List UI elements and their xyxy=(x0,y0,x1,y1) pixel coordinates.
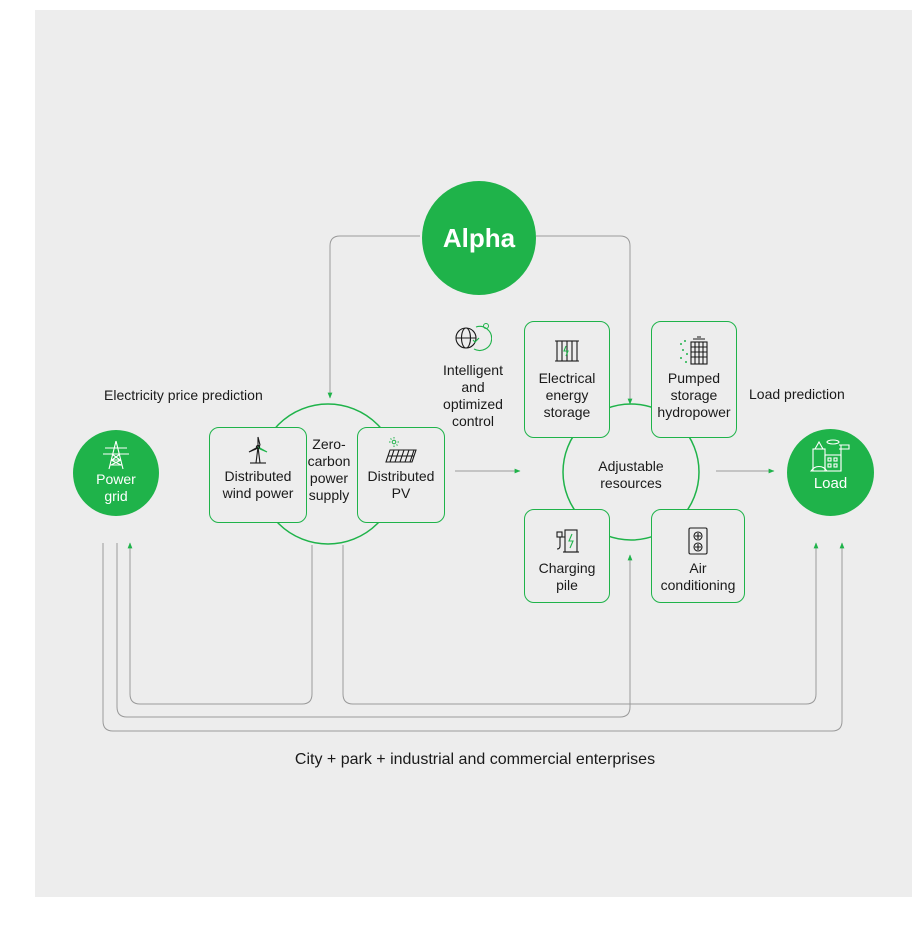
pumped-hydro-box: Pumped storage hydropower xyxy=(651,321,737,438)
pv-box: Distributed PV xyxy=(357,427,445,523)
connector-grid-to-adjustable xyxy=(116,543,633,718)
pumped-hydro-icon xyxy=(680,336,708,365)
connector-alpha-to-zero-carbon xyxy=(327,235,420,399)
globe-arrows-icon xyxy=(455,323,492,351)
wind-power-box: Distributed wind power xyxy=(209,427,307,523)
load-label: Load xyxy=(813,475,848,492)
alpha-label: Alpha xyxy=(442,222,516,253)
zero-carbon-label: Zero- carbon power supply xyxy=(307,436,351,503)
diagram-panel xyxy=(35,10,912,897)
solar-panel-icon xyxy=(385,437,417,463)
air-conditioning-box: Air conditioning xyxy=(651,509,745,603)
connector-grid-to-load xyxy=(102,542,845,732)
transmission-tower-icon xyxy=(103,440,129,470)
connector-zero-carbon-to-grid xyxy=(127,542,313,705)
wind-turbine-icon xyxy=(248,436,268,464)
air-conditioner-icon xyxy=(688,527,708,555)
adjustable-ring xyxy=(562,403,700,541)
buildings-car-icon xyxy=(809,439,850,472)
footer-label: City + park + industrial and commercial … xyxy=(294,751,656,768)
load-node: Load xyxy=(787,429,874,516)
price-prediction-label: Electricity price prediction xyxy=(104,387,263,403)
charging-pile-box: Charging pile xyxy=(524,509,610,603)
load-prediction-label: Load prediction xyxy=(749,386,845,402)
energy-storage-box: Electrical energy storage xyxy=(524,321,610,438)
charging-pile-icon xyxy=(556,529,579,553)
adjustable-label: Adjustable resources xyxy=(598,458,664,491)
connector-zero-carbon-to-load xyxy=(342,542,819,705)
alpha-node: Alpha xyxy=(422,181,536,295)
power-grid-node: Power grid xyxy=(73,430,159,516)
connector-alpha-to-adjustable xyxy=(536,235,633,405)
control-label: Intelligent and optimized control xyxy=(443,362,503,429)
battery-rack-icon xyxy=(555,340,579,362)
